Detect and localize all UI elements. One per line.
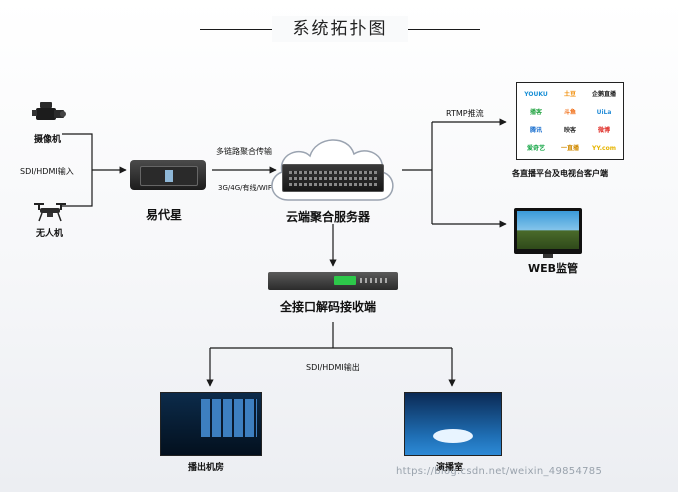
decoder-label: 全接口解码接收端 bbox=[280, 298, 376, 315]
watermark-text: https://blog.csdn.net/weixin_49854785 bbox=[396, 466, 602, 477]
cloud-server-device bbox=[282, 164, 384, 192]
platform-logos-panel: YOUKU 土豆 企鹅直播 播客 斗鱼 UiLa 腾讯 映客 微博 爱奇艺 一直… bbox=[516, 82, 624, 160]
decoder-output-label: SDI/HDMI输出 bbox=[306, 362, 360, 373]
encoder-label: 易代星 bbox=[146, 206, 182, 223]
decoder-device bbox=[268, 272, 398, 290]
logo-yingke: 映客 bbox=[555, 125, 585, 137]
logo-weibo: 微博 bbox=[589, 125, 619, 137]
logo-yy: YY.com bbox=[589, 143, 619, 155]
encoder-device bbox=[130, 160, 206, 190]
logo-boke: 播客 bbox=[521, 107, 551, 119]
camera-label: 摄像机 bbox=[34, 132, 61, 145]
broadcast-room-label: 播出机房 bbox=[188, 460, 224, 473]
drone-icon bbox=[30, 200, 70, 222]
logo-tudou: 土豆 bbox=[555, 89, 585, 101]
studio-image bbox=[404, 392, 502, 456]
broadcast-room-image bbox=[160, 392, 262, 456]
logo-qie: 企鹅直播 bbox=[589, 89, 619, 101]
cloud-server-label: 云端聚合服务器 bbox=[286, 208, 370, 225]
logo-douyu: 斗鱼 bbox=[555, 107, 585, 119]
logo-youku: YOUKU bbox=[521, 89, 551, 101]
logo-iqiyi: 爱奇艺 bbox=[521, 143, 551, 155]
web-monitor-tv bbox=[514, 208, 582, 254]
web-monitor-label: WEB监管 bbox=[528, 260, 578, 276]
rtmp-label: RTMP推流 bbox=[446, 108, 484, 119]
logo-yizhibo: 一直播 bbox=[555, 143, 585, 155]
logo-tengxun: 腾讯 bbox=[521, 125, 551, 137]
camera-icon bbox=[30, 100, 66, 126]
sdi-hdmi-input-label: SDI/HDMI输入 bbox=[20, 166, 74, 177]
platforms-label: 各直播平台及电视台客户端 bbox=[512, 168, 608, 179]
logo-uila: UiLa bbox=[589, 107, 619, 119]
drone-label: 无人机 bbox=[36, 226, 63, 239]
